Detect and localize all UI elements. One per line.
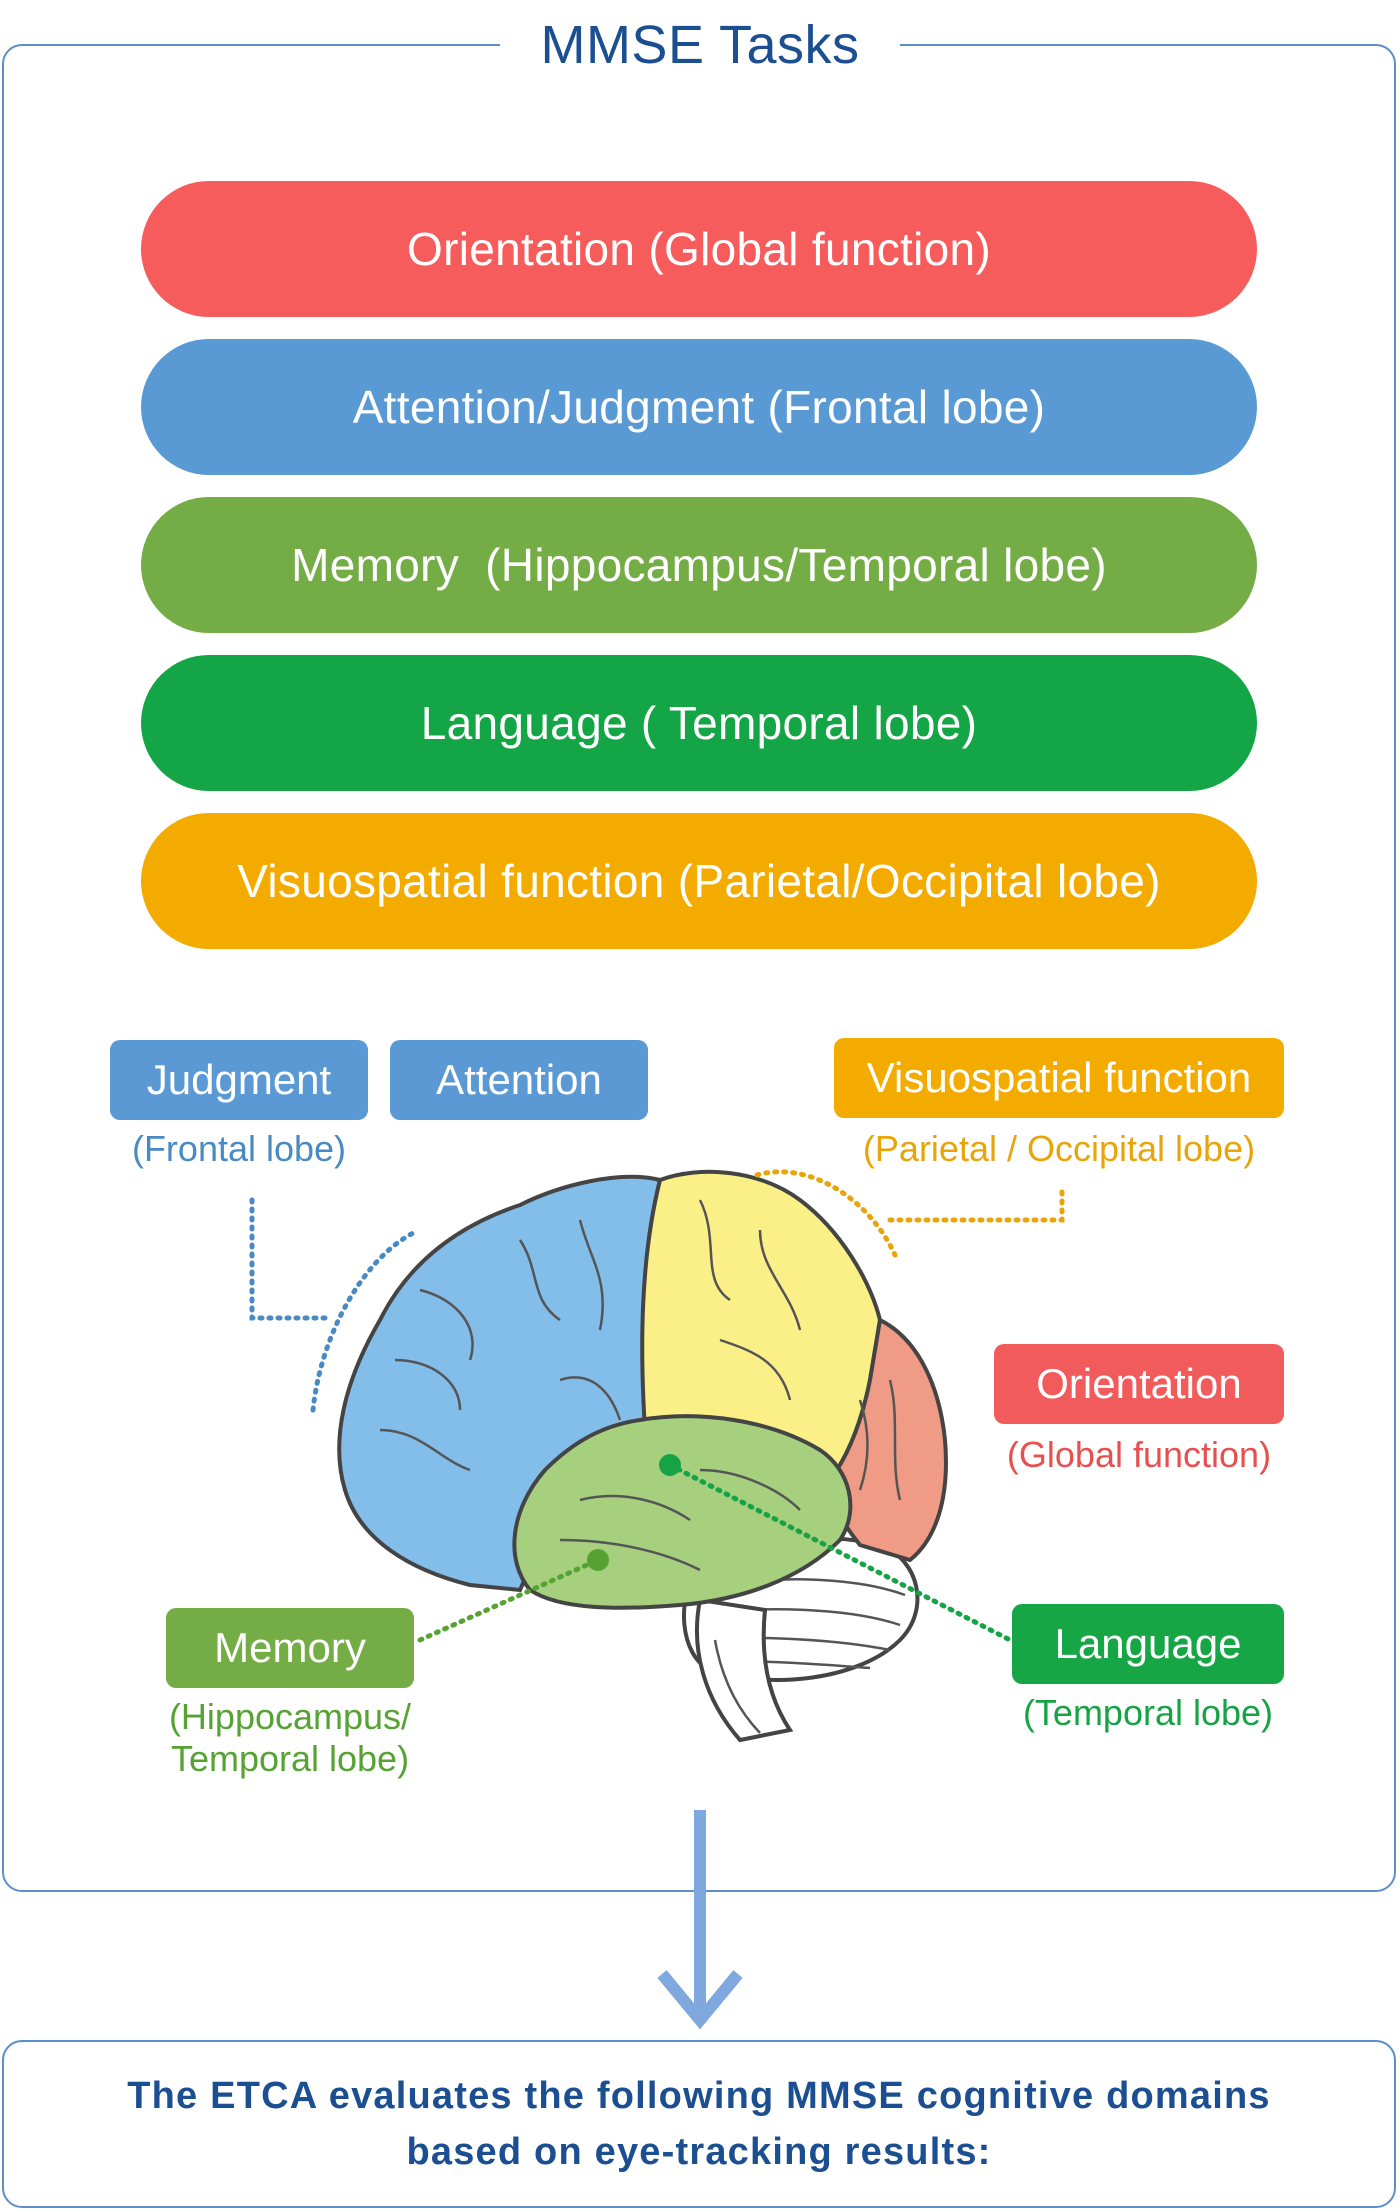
label-judgment-sub: (Frontal lobe): [131, 1128, 347, 1169]
summary-line-2: based on eye-tracking results:: [406, 2131, 992, 2173]
label-memory: Memory: [166, 1608, 414, 1688]
label-language: Language: [1012, 1604, 1284, 1684]
brain-illustration: [249, 1169, 1065, 1743]
label-orientation: Orientation: [994, 1344, 1284, 1424]
task-language: Language ( Temporal lobe): [141, 655, 1257, 791]
task-orientation: Orientation (Global function): [141, 181, 1257, 317]
label-language-sub: (Temporal lobe): [1022, 1692, 1274, 1733]
label-judgment: Judgment: [110, 1040, 368, 1120]
occipital-lobe: [827, 1316, 948, 1563]
label-visuospatial-sub: (Parietal / Occipital lobe): [862, 1128, 1256, 1169]
label-orientation-sub: (Global function): [1006, 1434, 1272, 1475]
task-memory: Memory (Hippocampus/Temporal lobe): [141, 497, 1257, 633]
down-arrow-icon: [657, 1970, 743, 2030]
brainstem: [695, 1597, 794, 1743]
label-attention: Attention: [390, 1040, 648, 1120]
label-visuospatial: Visuospatial function: [834, 1038, 1284, 1118]
down-arrow-shaft: [694, 1810, 706, 2010]
brain-diagram: Judgment (Frontal lobe) Attention Visuos…: [0, 1000, 1400, 1820]
task-attention-judgment: Attention/Judgment (Frontal lobe): [141, 339, 1257, 475]
label-memory-sub2: Temporal lobe): [170, 1738, 410, 1779]
task-visuospatial: Visuospatial function (Parietal/Occipita…: [141, 813, 1257, 949]
frame-title: MMSE Tasks: [500, 8, 900, 82]
label-memory-sub1: (Hippocampus/: [168, 1696, 412, 1737]
summary-line-1: The ETCA evaluates the following MMSE co…: [127, 2075, 1271, 2117]
etca-summary-box: The ETCA evaluates the following MMSE co…: [2, 2040, 1396, 2208]
task-list: Orientation (Global function) Attention/…: [141, 181, 1257, 971]
